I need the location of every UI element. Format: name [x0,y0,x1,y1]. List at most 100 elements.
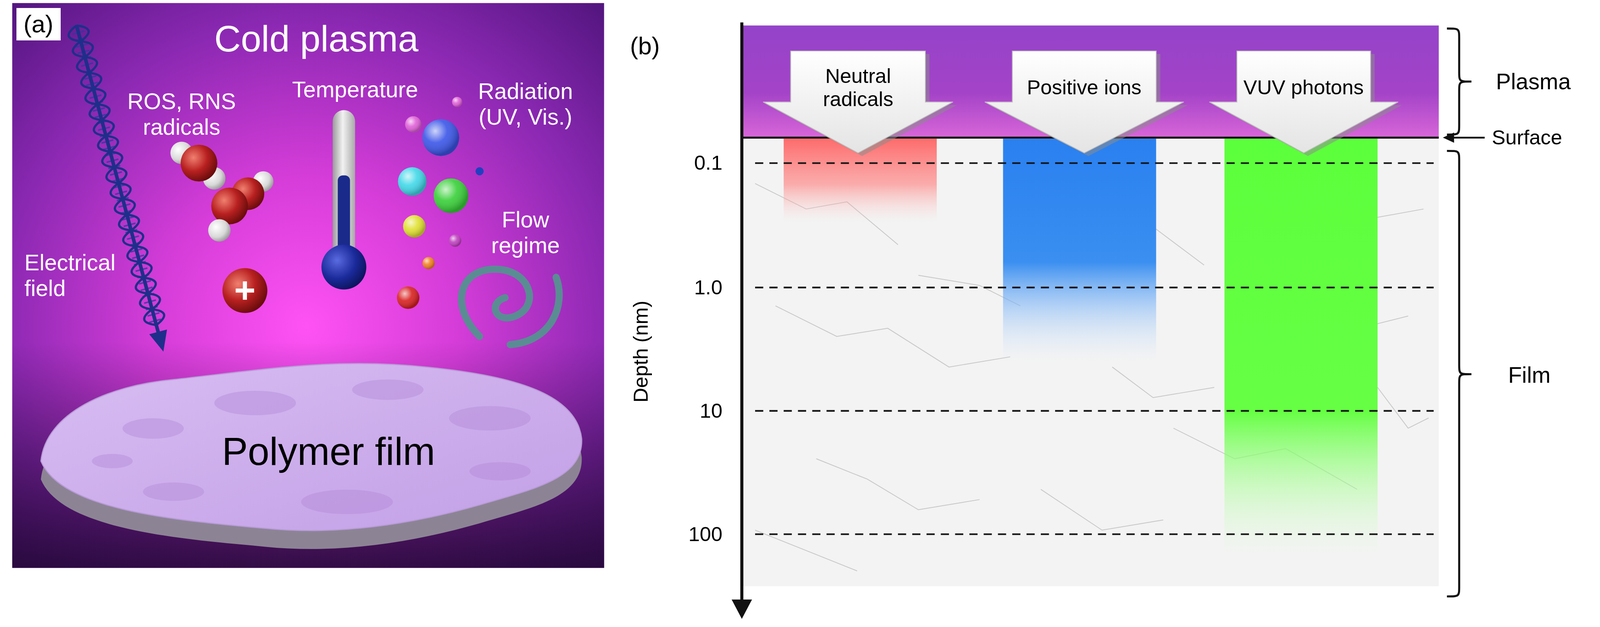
radiation-particles [396,286,420,309]
penetration-bar [1002,138,1156,364]
arrow-body [1209,50,1399,153]
species-name: Neutral radicals [794,64,922,112]
polymer-film: Polymer film [40,357,584,562]
surface-pointer [1442,132,1485,143]
radiation-particles [403,215,426,238]
film-texture [214,390,297,416]
film-texture [142,482,204,502]
radiation-particles [475,167,484,176]
film-region [1377,387,1429,429]
field-helix [66,22,174,355]
tick-label: 100 [688,522,723,547]
film-region [755,530,858,572]
factor-label: Temperature [292,76,419,103]
depth-gridline [755,410,1434,413]
arrow-outline [984,45,1184,159]
radiation-particles [397,167,427,196]
film-texture [351,379,424,400]
molecule-icon [208,219,231,242]
molecule-icon [208,171,274,242]
text-holder: Neutral radicals [794,56,922,120]
depth-gridline [755,162,1434,164]
molecule-icon [170,142,226,191]
surface-pointer [1450,136,1485,139]
radiation-particles [448,234,461,247]
brace [1447,28,1472,598]
region-label: Plasma [1495,68,1571,95]
radiation-particles [422,257,435,270]
depth-axis [731,22,752,620]
film-texture [448,406,531,431]
depth-axis [740,22,744,604]
depth-gridline [755,533,1434,536]
field-helix [76,25,160,338]
flow-swirl [461,269,530,337]
species-name: Positive ions [1026,75,1142,100]
tick-label: 10 [699,399,723,424]
axis-title: Depth (nm) [629,300,653,403]
film-region [1040,489,1164,531]
radiation-particles [422,119,460,156]
radiation-particles [396,286,420,309]
radiation-particles [397,167,427,196]
factor-label: Radiation (UV, Vis.) [469,78,582,131]
region-label: Film [1508,362,1551,389]
radical-icon [222,268,268,314]
film-texture [91,454,133,469]
field-helix [149,329,173,355]
thermometer-icon [321,244,367,290]
plasma-panel [12,2,605,569]
arrow-body [984,50,1184,153]
tick-label: 1.0 [694,276,723,300]
radiation-particles [452,96,463,108]
film-region [741,137,1439,587]
film-texture [300,489,393,515]
species-arrow: Neutral radicals [763,45,953,159]
depth-gridline [755,286,1434,289]
brace [1447,150,1472,597]
plasma-panel [12,2,605,569]
text-holder: Positive ions [1016,56,1153,120]
text-holder: VUV photons [1240,56,1367,120]
radiation-particles [452,96,463,108]
flow-swirl [510,277,560,346]
film-texture [122,418,184,439]
species-name: VUV photons [1243,75,1364,100]
arrow-body [763,50,953,153]
surface-pointer [1442,132,1455,143]
molecule-icon [211,187,248,225]
radiation-particles [448,234,461,247]
depth-gridline [755,163,1434,535]
tick-label: 0.1 [694,151,723,176]
factor-label: Electrical field [24,249,137,302]
text-holder: (a) [23,10,54,39]
film-texture [469,462,531,481]
radiation-particles [404,116,422,133]
penetration-bar [1224,138,1378,560]
arrow-outline [1209,45,1399,159]
radiation-particles [422,257,435,270]
thermometer-icon [332,109,355,263]
penetration-bar [783,138,1378,560]
film-region [1112,367,1215,399]
panel-title: Cold plasma [214,17,419,60]
molecule-icon [180,144,218,182]
panel-tag: (a) [16,8,61,41]
film-surface [40,363,582,531]
film-label: Polymer film [222,429,436,475]
panel-letter: (a) [23,10,54,39]
text-holder: Polymer film [40,357,584,562]
radiation-particles [433,178,469,214]
factor-label: ROS, RNS radicals [120,88,244,141]
film-region [775,305,1011,368]
species-arrow: Positive ions [984,45,1184,159]
radiation-particles [403,215,426,238]
radiation-particles [404,116,422,133]
depth-axis [731,600,752,620]
brace [1447,28,1472,135]
plasma-panel [12,2,605,569]
radiation-particles [433,178,469,214]
thermometer-icon [321,109,367,290]
radiation-particles [422,119,460,156]
